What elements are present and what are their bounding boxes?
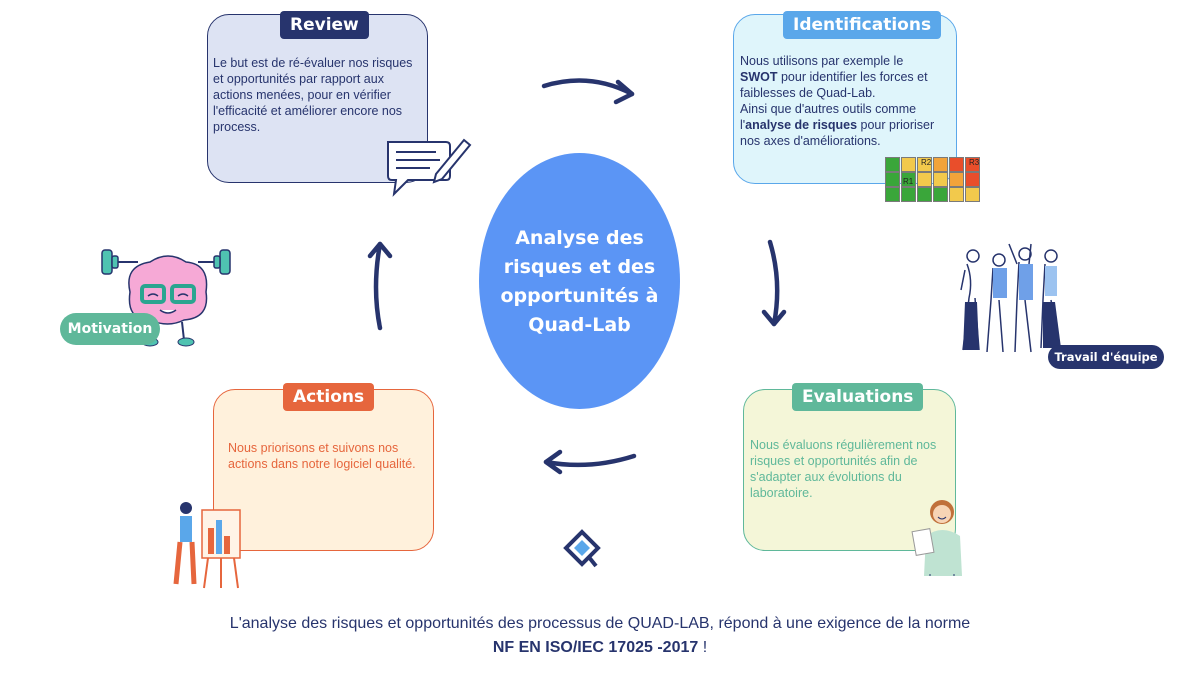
risk-matrix-cell: [933, 172, 948, 187]
risk-matrix-cell: [965, 172, 980, 187]
evaluations-box: [743, 389, 956, 551]
risk-matrix-cell: [917, 157, 932, 172]
footer-norm: NF EN ISO/IEC 17025 -2017: [492, 639, 699, 656]
risk-matrix-cell: [917, 172, 932, 187]
risk-matrix-cell: [949, 187, 964, 202]
actions-text: Nous priorisons et suivons nos actions d…: [228, 441, 416, 471]
risk-matrix-cell: [933, 187, 948, 202]
quad-lab-logo-icon: [563, 529, 601, 568]
message-writing-icon: [387, 138, 472, 197]
risk-matrix-cell: [949, 157, 964, 172]
presentation-person-icon: [173, 502, 241, 589]
footer-line-1: L'analyse des risques et opportunités de…: [229, 615, 971, 632]
risk-matrix-cell: [885, 172, 900, 187]
review-title: Review: [280, 11, 369, 39]
risk-matrix-cell: [965, 187, 980, 202]
review-text: Le but est de ré-évaluer nos risques et …: [213, 56, 413, 134]
arrow-evaluations-to-actions: [543, 449, 637, 475]
team-high-five-icon: [960, 243, 1061, 353]
risk-matrix-cell: [901, 187, 916, 202]
arrow-identifications-to-evaluations: [761, 239, 787, 327]
risk-matrix-cell: [965, 157, 980, 172]
risk-matrix-cell: [901, 172, 916, 187]
risk-matrix-cell: [917, 187, 932, 202]
footer-text: L'analyse des risques et opportunités de…: [150, 612, 1050, 660]
risk-label-r3: R3: [969, 158, 980, 167]
arrow-actions-to-review: [367, 241, 393, 331]
motivation-pill: Motivation: [60, 313, 160, 345]
identifications-title: Identifications: [783, 11, 942, 39]
risk-matrix-cell: [901, 157, 916, 172]
center-title: Analyse des risques et des opportunités …: [500, 227, 659, 336]
actions-box: [213, 389, 434, 551]
smiling-person-icon: [911, 500, 962, 576]
center-ellipse: [479, 153, 680, 409]
evaluations-text: Nous évaluons régulièrement nos risques …: [750, 438, 937, 500]
risk-matrix-cell: [933, 157, 948, 172]
risk-matrix-cell: [885, 187, 900, 202]
risk-matrix: R2 R3 R1: [885, 157, 983, 204]
arrow-review-to-identifications: [541, 78, 635, 105]
actions-title: Actions: [283, 383, 375, 411]
evaluations-title: Evaluations: [792, 383, 924, 411]
risk-label-r2: R2: [921, 158, 932, 167]
risk-matrix-cell: [949, 172, 964, 187]
risk-matrix-cell: [885, 157, 900, 172]
footer-line-2: NF EN ISO/IEC 17025 -2017 !: [492, 639, 708, 656]
teamwork-pill: Travail d'équipe: [1048, 345, 1164, 369]
risk-label-r1: R1: [903, 177, 914, 186]
identifications-box: [733, 14, 957, 184]
